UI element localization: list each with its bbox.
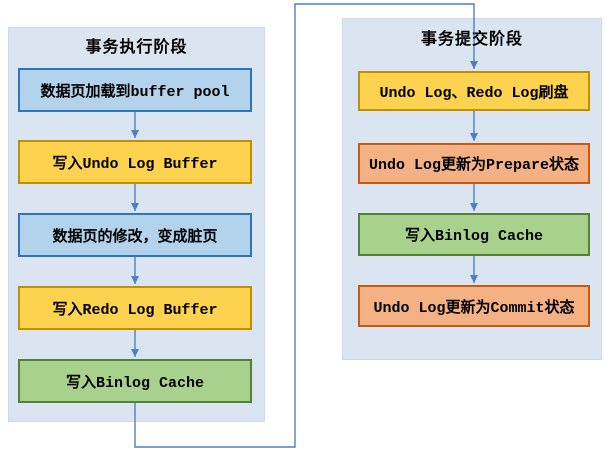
title-execution-phase: 事务执行阶段 xyxy=(85,39,188,57)
flow-box-label: 写入Binlog Cache xyxy=(404,228,544,245)
flow-box-undo-log-commit: Undo Log更新为Commit状态 xyxy=(358,285,590,327)
flow-box-label: Undo Log更新为Commit状态 xyxy=(373,299,575,317)
flow-box-label: 写入Binlog Cache xyxy=(65,374,205,392)
flow-box-modify-dirty-page: 数据页的修改，变成脏页 xyxy=(18,213,252,257)
flow-box-write-undo-log-buffer: 写入Undo Log Buffer xyxy=(18,140,252,184)
flow-box-label: 数据页加载到buffer pool xyxy=(40,83,230,101)
flow-box-label: Undo Log、Redo Log刷盘 xyxy=(379,84,569,102)
flow-box-undo-log-prepare: Undo Log更新为Prepare状态 xyxy=(358,143,590,184)
flow-box-load-to-buffer-pool: 数据页加载到buffer pool xyxy=(18,68,252,112)
flow-box-label: Undo Log更新为Prepare状态 xyxy=(368,157,580,174)
flow-box-write-redo-log-buffer: 写入Redo Log Buffer xyxy=(18,286,252,330)
title-commit-phase: 事务提交阶段 xyxy=(420,31,523,49)
flow-box-label: 写入Undo Log Buffer xyxy=(52,155,218,173)
flow-box-flush-undo-redo-log: Undo Log、Redo Log刷盘 xyxy=(358,71,590,111)
flow-box-label: 数据页的修改，变成脏页 xyxy=(52,228,218,246)
flow-box-write-binlog-cache-exec: 写入Binlog Cache xyxy=(18,359,252,403)
flow-box-label: 写入Redo Log Buffer xyxy=(52,301,218,319)
flow-box-write-binlog-cache-commit: 写入Binlog Cache xyxy=(358,213,590,256)
